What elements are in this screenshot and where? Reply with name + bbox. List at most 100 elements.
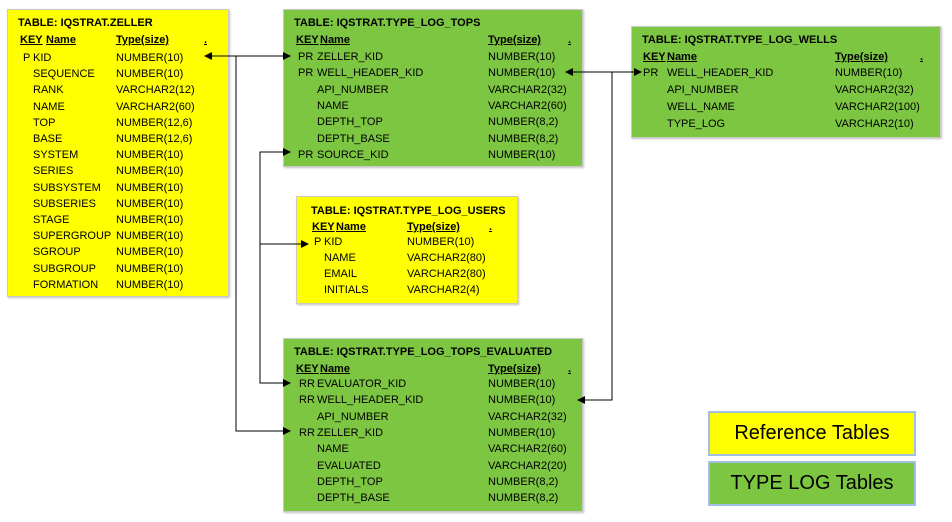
column-name: SUBSYSTEM [33,181,101,194]
column-name: NAME [33,100,65,113]
column-name: SGROUP [33,246,81,259]
column-type: VARCHAR2(32) [835,84,914,96]
column-type: NUMBER(12,6) [116,133,193,145]
table-row: NAME VARCHAR2(60) [8,101,228,117]
column-type: NUMBER(10) [116,68,184,81]
column-type: NUMBER(10) [488,51,556,63]
column-name: WELL_HEADER_KID [317,394,424,407]
column-key: P [314,236,322,248]
table-row: SUBSERIES NUMBER(10) [8,198,228,214]
column-key: RR [299,394,315,407]
column-header-name: Name [336,221,366,233]
column-key: RR [299,426,315,439]
table-type-log-users: TABLE: IQSTRAT.TYPE_LOG_USERS KEY Name T… [296,196,518,304]
column-header-key: KEY [312,221,335,233]
column-header-name: Name [46,34,76,46]
column-name: DEPTH_BASE [317,492,390,505]
column-type: VARCHAR2(60) [488,99,567,112]
column-type: VARCHAR2(60) [488,443,567,456]
table-row: DEPTH_TOP NUMBER(8,2) [284,476,582,492]
column-type: NUMBER(8,2) [488,132,559,145]
column-header-dot: . [489,221,493,233]
column-header-key: KEY [296,363,319,375]
column-name: SERIES [33,165,74,178]
column-name: DEPTH_BASE [317,132,390,145]
table-row: SUPERGROUP NUMBER(10) [8,230,228,246]
table-type-log-wells: TABLE: IQSTRAT.TYPE_LOG_WELLS KEY Name T… [631,26,941,138]
column-header-dot: . [568,363,572,375]
table-title: TABLE: IQSTRAT.TYPE_LOG_WELLS [642,34,838,46]
column-name: ZELLER_KID [317,51,384,63]
table-row: TYPE_LOG VARCHAR2(10) [632,118,940,134]
column-name: WELL_HEADER_KID [667,67,774,79]
column-header-key: KEY [643,51,666,63]
column-name: STAGE [33,214,70,226]
column-name: API_NUMBER [667,84,739,96]
column-type: NUMBER(10) [116,197,184,210]
column-type: NUMBER(8,2) [488,492,559,505]
legend-reference-tables: Reference Tables [708,411,916,456]
column-type: NUMBER(12,6) [116,116,193,129]
column-type: NUMBER(10) [835,67,903,79]
column-type: VARCHAR2(10) [835,118,914,130]
column-type: NUMBER(8,2) [488,475,559,488]
column-name: KID [324,236,343,248]
column-key: RR [299,378,315,390]
column-type: VARCHAR2(20) [488,459,567,472]
column-name: EVALUATED [317,459,381,472]
column-type: NUMBER(10) [407,236,475,248]
column-name: BASE [33,133,63,145]
column-header-name: Name [320,363,350,375]
legend-label: TYPE LOG Tables [730,472,894,494]
column-type: VARCHAR2(80) [407,268,486,280]
column-name: SYSTEM [33,149,79,162]
column-header-name: Name [667,51,697,63]
table-row: SERIES NUMBER(10) [8,165,228,181]
column-type: NUMBER(8,2) [488,116,559,129]
column-header-type: Type(size) [488,34,541,46]
column-name: API_NUMBER [317,410,389,423]
column-name: ZELLER_KID [317,426,384,439]
table-row: EMAIL VARCHAR2(80) [297,268,517,284]
column-type: VARCHAR2(32) [488,410,567,423]
column-name: SOURCE_KID [317,148,389,161]
column-type: VARCHAR2(32) [488,83,567,96]
column-name: WELL_NAME [667,101,735,113]
column-header-type: Type(size) [488,363,541,375]
column-name: NAME [324,252,356,264]
column-name: SUBSERIES [33,197,96,210]
table-title: TABLE: IQSTRAT.TYPE_LOG_TOPS [294,17,481,29]
column-name: DEPTH_TOP [317,475,383,488]
column-name: TYPE_LOG [667,118,726,130]
column-header-type: Type(size) [835,51,888,63]
column-name: EMAIL [324,268,358,280]
column-type: NUMBER(10) [116,165,184,178]
legend-type-log-tables: TYPE LOG Tables [708,461,916,506]
column-name: KID [33,52,52,64]
column-key: P [23,52,31,64]
connector-users-source [259,148,291,244]
table-row: EVALUATED VARCHAR2(20) [284,460,582,476]
column-name: SUPERGROUP [33,230,112,243]
table-row: DEPTH_BASE NUMBER(8,2) [284,492,582,508]
column-type: NUMBER(10) [488,426,556,439]
column-type: VARCHAR2(60) [116,100,195,113]
column-type: NUMBER(10) [116,230,184,243]
table-zeller: TABLE: IQSTRAT.ZELLER KEY Name Type(size… [7,9,229,297]
column-type: VARCHAR2(4) [407,284,480,296]
